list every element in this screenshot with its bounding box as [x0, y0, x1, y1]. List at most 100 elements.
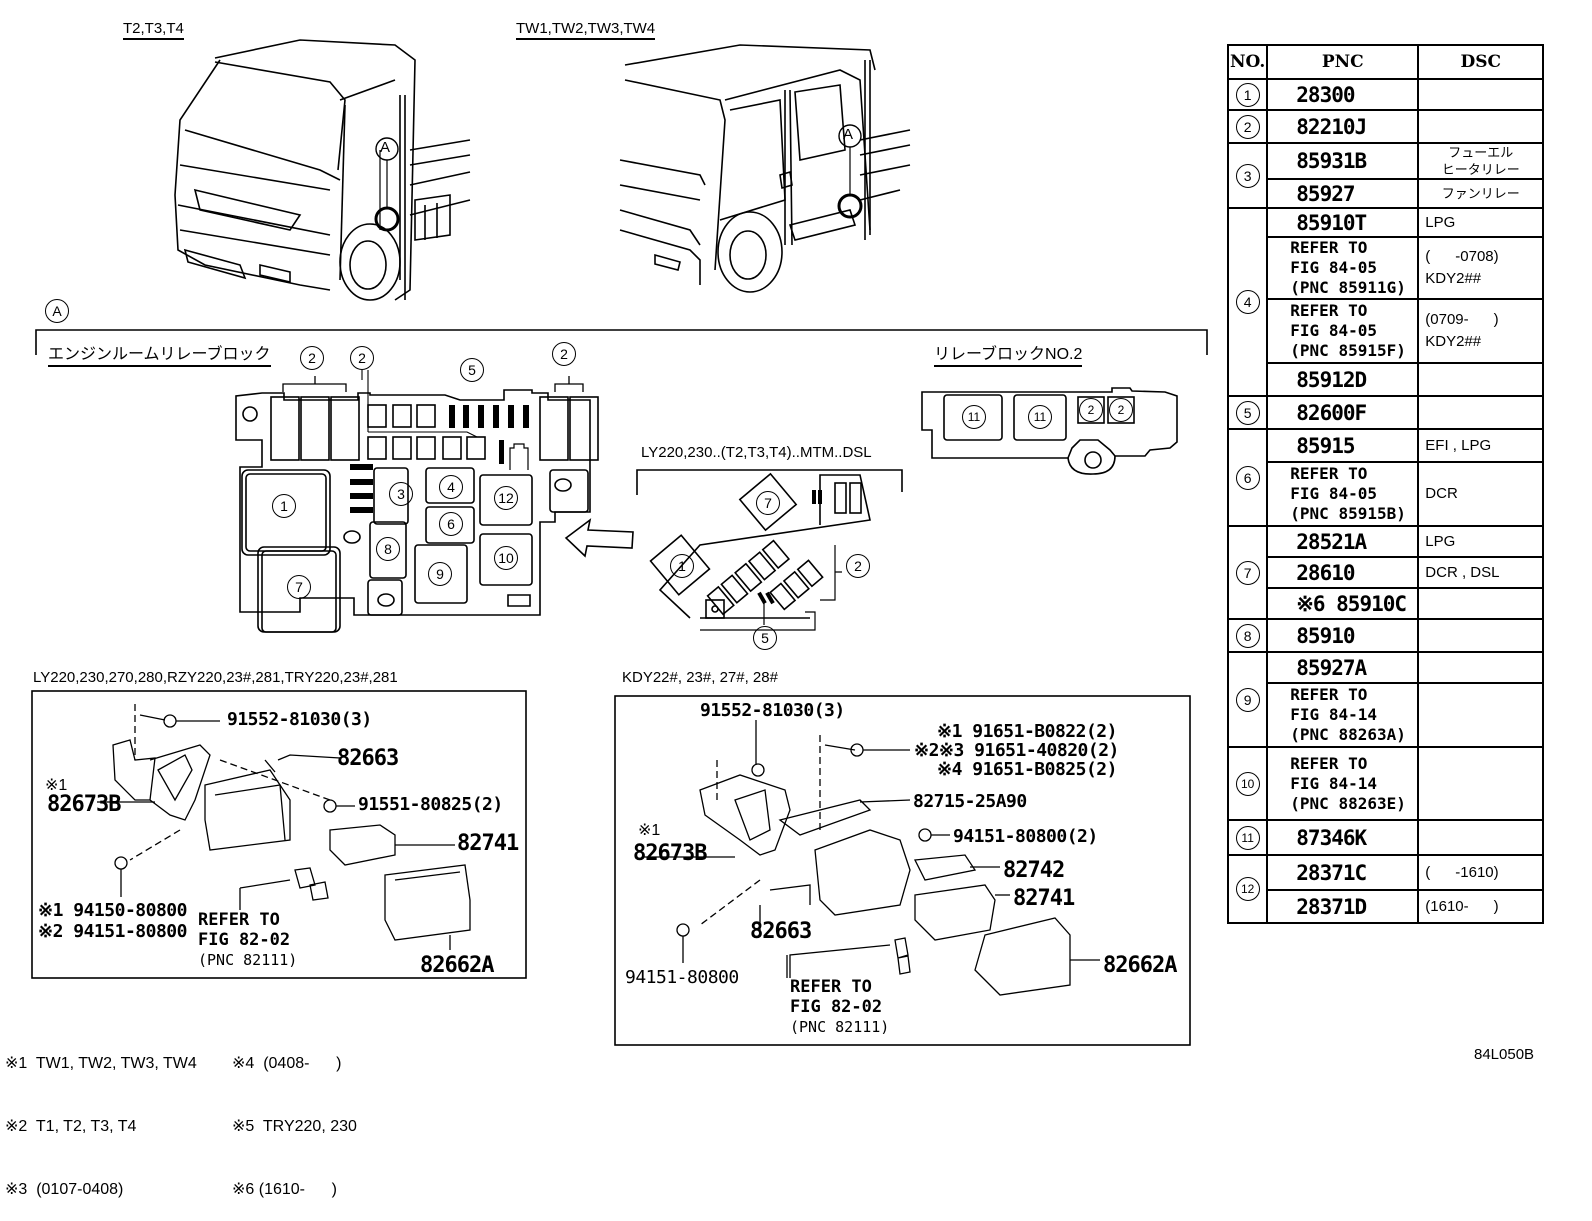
table-header-row: NO. PNC DSC [1226, 44, 1545, 80]
part-label-relay-2: 82742 [1003, 858, 1065, 883]
cell-dsc: ファンリレー [1417, 178, 1545, 209]
part-label-relay-box: 82663 [337, 746, 399, 771]
cell-pnc: ※6 85910C [1266, 587, 1420, 620]
part-label-nut-1: ※1 94150-80800 [38, 900, 187, 921]
cell-pnc: 85910T [1266, 207, 1420, 238]
callout-number: 1 [1235, 82, 1260, 107]
cell-no: 12 [1226, 854, 1269, 924]
cell-no: 7 [1226, 525, 1269, 620]
detail-a-frame [35, 329, 1208, 355]
callout-number: 6 [1235, 465, 1260, 490]
table-row: REFER TO FIG 84-14 (PNC 88263A) [1228, 682, 1545, 748]
callout-number: 4 [1235, 290, 1260, 314]
part-note-bracket: ※1 [638, 822, 661, 839]
left-bracket-title: LY220,230,270,280,RZY220,23#,281,TRY220,… [33, 669, 398, 686]
part-label-screw-1: ※1 91651-B0822(2) [937, 721, 1117, 742]
cell-dsc: フューエル ヒータリレー [1417, 142, 1545, 180]
footnote: ※6 (1610- ) [232, 1181, 337, 1198]
part-label-cover: 82662A [420, 953, 494, 978]
part-label-bracket: 82673B [47, 792, 121, 817]
callout-12: 12 [494, 486, 518, 510]
cell-no: 2 [1226, 109, 1269, 144]
cell-dsc [1417, 362, 1545, 397]
relay-block-no2 [921, 387, 1178, 475]
cell-no: 5 [1226, 395, 1269, 430]
callout-4: 4 [439, 475, 463, 499]
footnote: ※3 (0107-0408) [5, 1181, 124, 1198]
callout-number: 7 [1235, 560, 1260, 585]
part-label-bolt: 91552-81030(3) [227, 709, 372, 730]
callout-5: 5 [460, 358, 484, 382]
figure-code: 84L050B [1474, 1046, 1535, 1063]
cell-pnc: REFER TO FIG 84-05 (PNC 85915F) [1266, 298, 1420, 364]
table-row: 85912D [1228, 362, 1545, 397]
cell-dsc: (1610- ) [1417, 889, 1545, 924]
part-label-bracket: 82673B [633, 841, 707, 866]
cell-no: 9 [1226, 651, 1269, 748]
refer-note-pnc: (PNC 82111) [198, 951, 298, 969]
callout-7: 7 [756, 491, 780, 515]
header-pnc: PNC [1266, 44, 1420, 80]
cell-pnc: 28371C [1266, 854, 1420, 891]
cell-no: 11 [1226, 819, 1269, 856]
variant-block-title: LY220,230..(T2,T3,T4)..MTM..DSL [641, 444, 872, 461]
header-no: NO. [1226, 44, 1269, 80]
cell-no: 4 [1226, 207, 1269, 397]
callout-2: 2 [846, 554, 870, 578]
footnote: ※2 T1, T2, T3, T4 [5, 1118, 137, 1135]
part-label-stay: 82715-25A90 [913, 791, 1027, 812]
truck-illustration-double-cab [619, 44, 911, 293]
variant-relay-block [636, 469, 903, 631]
part-label-bolt: 91552-81030(3) [700, 700, 845, 721]
table-row: 28371D(1610- ) [1228, 889, 1545, 924]
part-label-relay-box: 82663 [750, 919, 812, 944]
table-row: REFER TO FIG 84-05 (PNC 85915F)(0709- ) … [1228, 298, 1545, 364]
refer-note: REFER TO FIG 82-02 [198, 910, 291, 950]
cell-dsc: DCR [1417, 461, 1545, 527]
callout-1: 1 [272, 494, 296, 518]
left-bracket-frame [31, 690, 527, 979]
left-bracket-illustration [97, 704, 471, 950]
cell-pnc: REFER TO FIG 84-14 (PNC 88263E) [1266, 746, 1420, 821]
callout-number: 11 [1235, 825, 1260, 850]
cell-no: 6 [1226, 428, 1269, 527]
cell-pnc: 82210J [1266, 109, 1420, 144]
cell-no: 1 [1226, 78, 1269, 111]
cell-dsc [1417, 78, 1545, 111]
cell-pnc: REFER TO FIG 84-05 (PNC 85915B) [1266, 461, 1420, 527]
callout-2: 2 [552, 342, 576, 366]
callout-2: 2 [350, 346, 374, 370]
cell-pnc: 87346K [1266, 819, 1420, 856]
callout-6: 6 [439, 512, 463, 536]
cell-pnc: 85915 [1266, 428, 1420, 463]
part-label-screw-2: ※2※3 91651-40820(2) [914, 740, 1119, 761]
cell-pnc: REFER TO FIG 84-14 (PNC 88263A) [1266, 682, 1420, 748]
cell-dsc [1417, 109, 1545, 144]
callout-8: 8 [376, 537, 400, 561]
header-dsc: DSC [1417, 44, 1545, 80]
footnotes-right: ※4 (0408- ) ※5 TRY220, 230 ※6 (1610- ) [232, 1011, 357, 1221]
detail-marker-a: A [45, 299, 69, 323]
location-marker-a-2: A [843, 126, 854, 143]
callout-number: 10 [1235, 771, 1260, 796]
cell-dsc [1417, 819, 1545, 856]
callout-number: 12 [1235, 877, 1260, 901]
cell-pnc: 85927 [1266, 178, 1420, 209]
callout-9: 9 [428, 562, 452, 586]
cell-dsc [1417, 682, 1545, 748]
right-bracket-illustration [642, 720, 1100, 996]
callout-number: 9 [1235, 687, 1260, 712]
cell-dsc: LPG [1417, 207, 1545, 238]
callout-10: 10 [494, 546, 518, 570]
